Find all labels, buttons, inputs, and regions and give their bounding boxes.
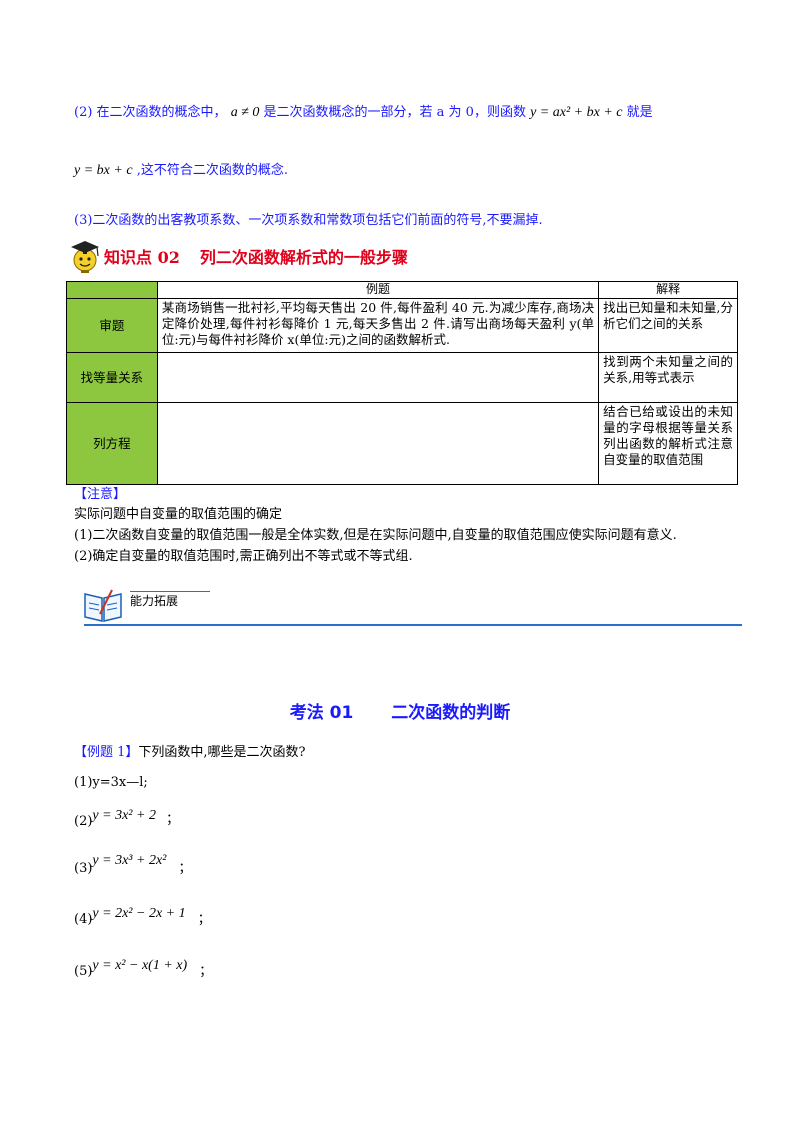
attention-block: 【注意】 实际问题中自变量的取值范围的确定 (1)二次函数自变量的取值范围一般是… <box>74 486 744 567</box>
attention-line-3: (2)确定自变量的取值范围时,需正确列出不等式或不等式组. <box>74 549 413 564</box>
knowledge-point-title: 列二次函数解析式的一般步骤 <box>199 248 408 267</box>
step-name: 审题 <box>66 298 158 353</box>
item-tail: ； <box>178 861 192 876</box>
table-header-example: 例题 <box>156 281 600 299</box>
step-explain: 找到两个未知量之间的关系,用等式表示 <box>598 352 738 403</box>
note-2-condition: a ≠ 0 <box>230 105 260 120</box>
step-example <box>156 352 600 403</box>
item-expression: y = x² − x(1 + x) <box>92 958 188 973</box>
step-name: 列方程 <box>66 402 158 485</box>
note-2b-line: y = bx + c ,这不符合二次函数的概念. <box>74 162 288 180</box>
table-row: 列方程 结合已给或设出的未知量的字母根据等量关系列出函数的解析式注意自变量的取值… <box>66 402 738 485</box>
knowledge-point-label: 知识点 02 <box>104 248 180 267</box>
item-expression: y = 3x² + 2 <box>92 808 156 823</box>
example-tag: 【例题 1】 <box>74 745 139 760</box>
example-item-3: (3)y = 3x³ + 2x² ； <box>74 852 192 876</box>
item-tail: ； <box>199 964 213 979</box>
item-number: (2) <box>74 814 93 829</box>
ability-header: 能力拓展 <box>82 588 210 624</box>
knowledge-point-header: 知识点 02 列二次函数解析式的一般步骤 <box>68 238 408 274</box>
method-label: 考法 01 <box>289 703 354 723</box>
table-header-step <box>66 281 158 299</box>
method-heading: 考法 01 二次函数的判断 <box>0 698 800 723</box>
item-number: (4) <box>74 912 93 927</box>
example-item-1: (1)y=3x—l; <box>74 774 148 792</box>
note-3: (3)二次函数的出客教项系数、一次项系数和常数项包括它们前面的符号,不要漏掉. <box>74 213 543 228</box>
ability-divider <box>84 624 742 626</box>
item-expression: y = 3x³ + 2x² <box>92 853 167 868</box>
steps-table: 例题 解释 审题 某商场销售一批衬衫,平均每天售出 20 件,每件盈利 40 元… <box>66 281 738 485</box>
item-number: (3) <box>74 861 93 876</box>
item-number: (1) <box>74 775 93 790</box>
item-tail: ； <box>166 812 180 827</box>
step-explain: 找出已知量和未知量,分析它们之间的关系 <box>598 298 738 353</box>
doctor-bulb-icon <box>71 241 99 273</box>
example-1-question: 【例题 1】下列函数中,哪些是二次函数? <box>74 744 306 762</box>
note-2-line: (2) 在二次函数的概念中， a ≠ 0 是二次函数概念的一部分，若 a 为 0… <box>74 104 744 122</box>
table-header-explain: 解释 <box>598 281 738 299</box>
table-row: 审题 某商场销售一批衬衫,平均每天售出 20 件,每件盈利 40 元.为减少库存… <box>66 298 738 353</box>
note-2b-function: y = bx + c <box>74 163 133 178</box>
note-2-function: y = ax² + bx + c <box>530 105 623 120</box>
item-tail: ； <box>197 912 211 927</box>
ability-label: 能力拓展 <box>130 591 210 609</box>
attention-line-2: (1)二次函数自变量的取值范围一般是全体实数,但是在实际问题中,自变量的取值范围… <box>74 528 677 543</box>
step-example: 某商场销售一批衬衫,平均每天售出 20 件,每件盈利 40 元.为减少库存,商场… <box>156 298 600 353</box>
attention-heading: 【注意】 <box>74 487 127 502</box>
table-header-row: 例题 解释 <box>66 281 738 299</box>
step-explain: 结合已给或设出的未知量的字母根据等量关系列出函数的解析式注意自变量的取值范围 <box>598 402 738 485</box>
item-expression: y = 2x² − 2x + 1 <box>92 906 186 921</box>
note-2-suffix: 就是 <box>626 105 653 120</box>
book-icon <box>84 589 122 622</box>
example-item-4: (4)y = 2x² − 2x + 1 ； <box>74 905 211 927</box>
method-title: 二次函数的判断 <box>391 703 511 723</box>
step-name: 找等量关系 <box>66 352 158 403</box>
example-question-text: 下列函数中,哪些是二次函数? <box>138 745 306 760</box>
example-item-2: (2)y = 3x² + 2 ； <box>74 807 180 829</box>
attention-line-1: 实际问题中自变量的取值范围的确定 <box>74 507 283 522</box>
table-row: 找等量关系 找到两个未知量之间的关系,用等式表示 <box>66 352 738 403</box>
item-expression: y=3x—l; <box>92 775 148 790</box>
note-2-middle: 是二次函数概念的一部分，若 a 为 0，则函数 <box>263 105 526 120</box>
note-2-prefix: (2) 在二次函数的概念中， <box>74 105 227 120</box>
item-number: (5) <box>74 964 93 979</box>
example-item-5: (5)y = x² − x(1 + x) ； <box>74 957 212 979</box>
note-2b-text: ,这不符合二次函数的概念. <box>136 163 288 178</box>
step-example <box>156 402 600 485</box>
